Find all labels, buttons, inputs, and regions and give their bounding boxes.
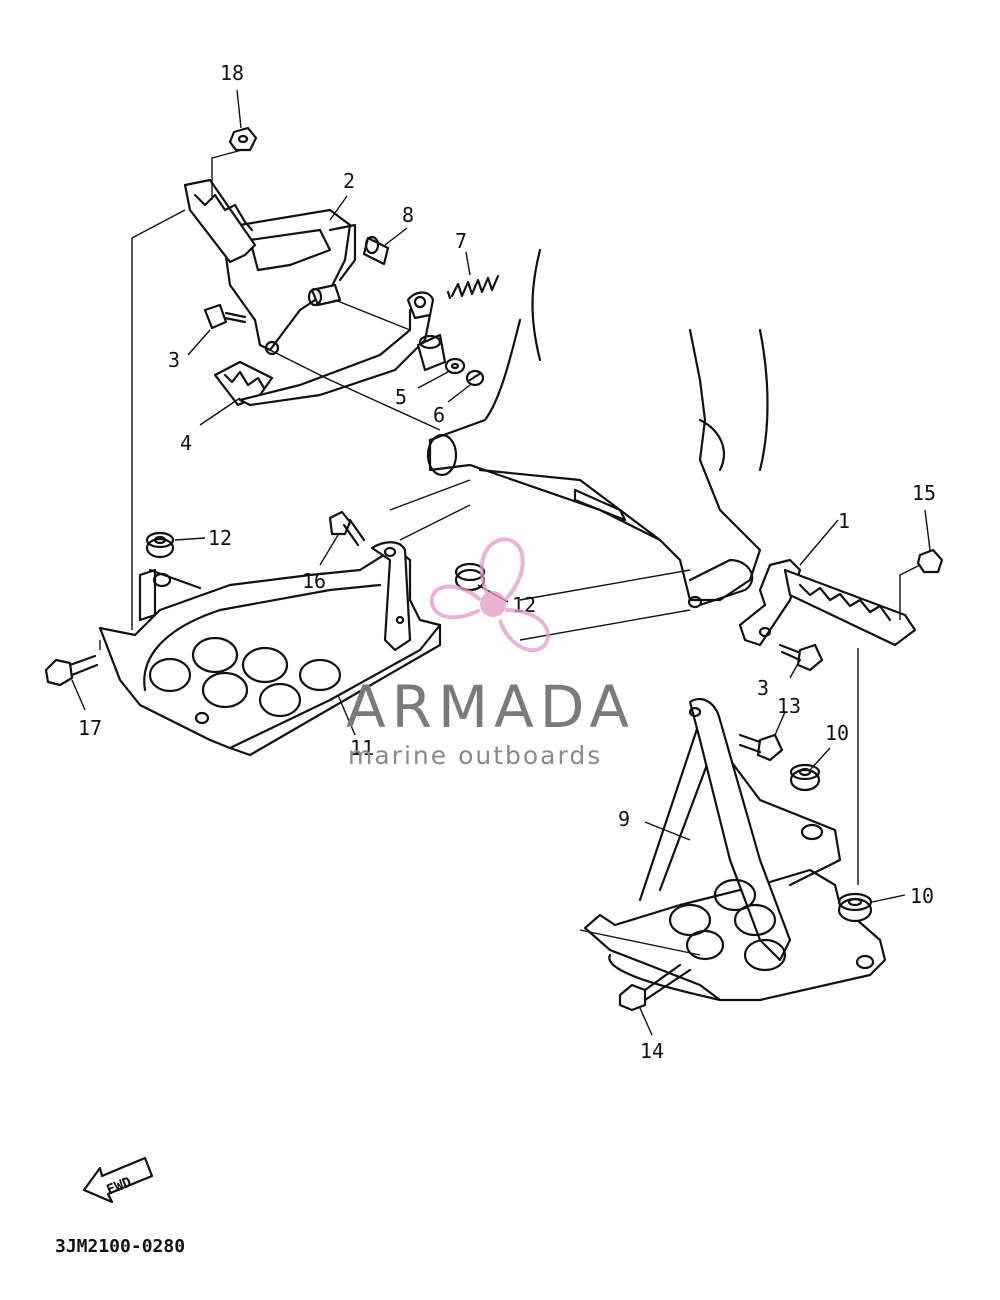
armada-logo (429, 537, 551, 653)
drawing-code: 3JM2100-0280 (55, 1236, 185, 1257)
part-label-10-upper: 10 (825, 721, 849, 745)
part-label-15: 15 (912, 481, 936, 505)
fwd-arrow-icon: FWD (82, 1156, 154, 1204)
part-label-12-left: 12 (208, 526, 232, 550)
part-label-4: 4 (180, 431, 192, 455)
part-label-14: 14 (640, 1039, 664, 1063)
part-label-2: 2 (343, 169, 355, 193)
part-label-5: 5 (395, 385, 407, 409)
part-label-6: 6 (433, 403, 445, 427)
left-guard-plate (44, 209, 486, 757)
propeller-icon (429, 537, 551, 653)
part-label-8: 8 (402, 203, 414, 227)
part-label-10-lower: 10 (910, 884, 934, 908)
part-label-3-upper: 3 (168, 348, 180, 372)
propeller-hub (480, 591, 506, 617)
part-label-9: 9 (618, 807, 630, 831)
part-labels: 18 2 8 7 3 5 6 4 15 1 12 16 12 3 17 13 1… (78, 61, 936, 1063)
part-label-7: 7 (455, 229, 467, 253)
watermark-tagline: marine outboards (348, 741, 602, 770)
part-label-11: 11 (350, 736, 374, 760)
part-label-1: 1 (838, 509, 850, 533)
right-guard-plate (579, 697, 887, 1012)
part-label-3-lower: 3 (757, 676, 769, 700)
part-label-13: 13 (777, 694, 801, 718)
right-footrest (738, 548, 944, 885)
part-label-16: 16 (302, 569, 326, 593)
left-footrest-bracket (183, 126, 500, 431)
part-label-17: 17 (78, 716, 102, 740)
part-label-18: 18 (220, 61, 244, 85)
watermark-brand: ARMADA (346, 673, 635, 741)
frame-outline (389, 248, 769, 641)
